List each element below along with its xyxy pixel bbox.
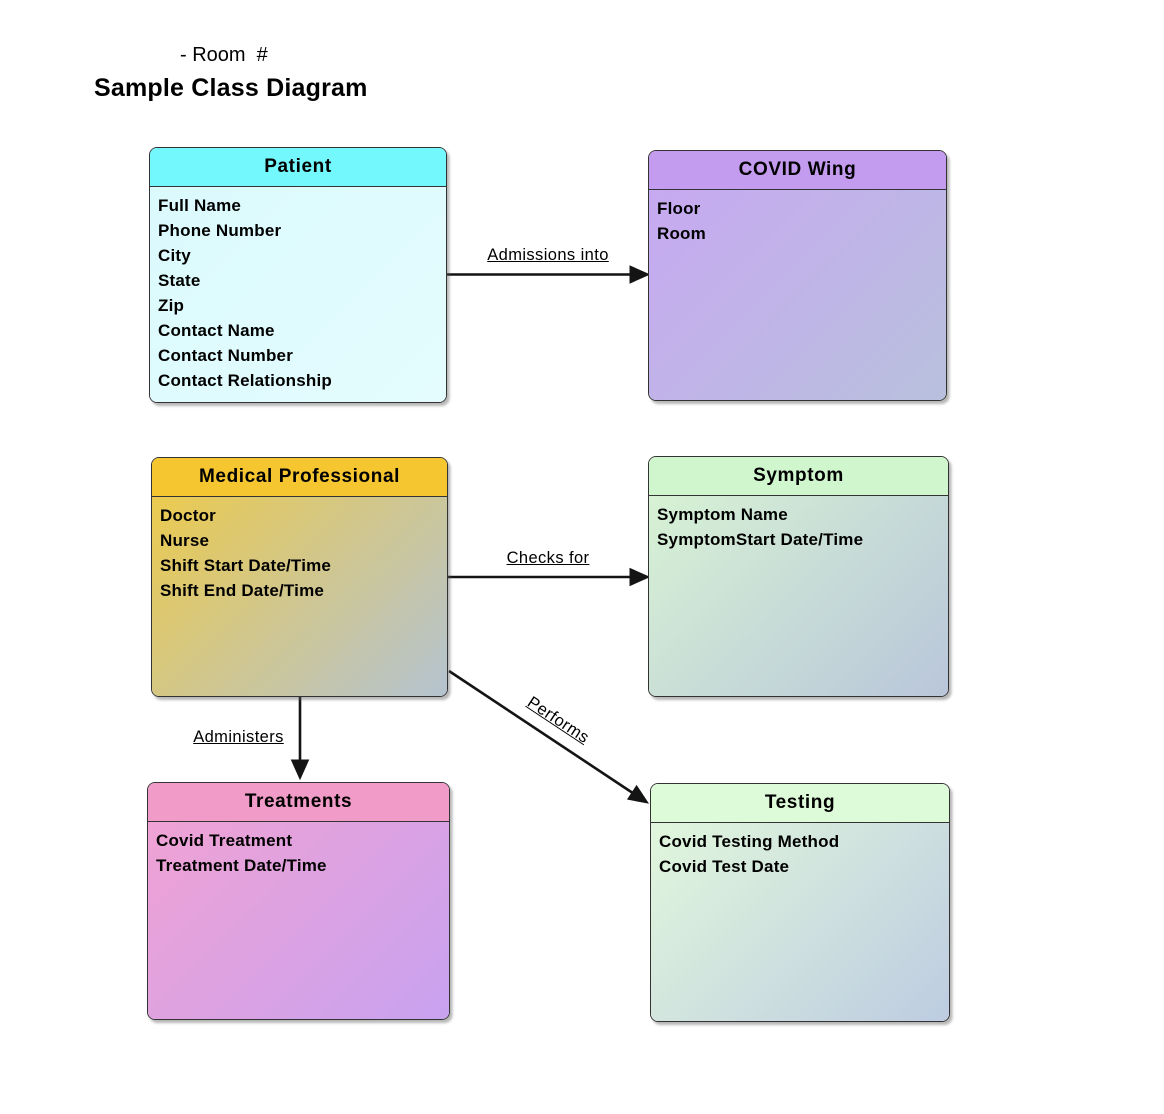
class-box-patient: Patient Full Name Phone Number City Stat… (149, 147, 447, 403)
class-title-patient: Patient (150, 148, 446, 187)
class-attribute: Covid Treatment (156, 831, 293, 850)
arrowhead-icon (629, 265, 651, 284)
class-attributes-covid-wing: Floor Room (649, 190, 946, 400)
class-attribute: City (158, 246, 191, 265)
class-attributes-treatments: Covid Treatment Treatment Date/Time (148, 822, 449, 1019)
class-attribute: Shift End Date/Time (160, 581, 325, 600)
class-box-testing: Testing Covid Testing Method Covid Test … (650, 783, 950, 1022)
page-title: Sample Class Diagram (94, 74, 368, 102)
class-attribute: Contact Relationship (158, 371, 333, 390)
class-title-medical-professional: Medical Professional (152, 458, 447, 497)
class-title-testing: Testing (651, 784, 949, 823)
class-title-covid-wing: COVID Wing (649, 151, 946, 190)
class-attribute: State (158, 271, 201, 290)
arrow-performs (448, 669, 650, 804)
list-item-room-number: - Room # (180, 44, 268, 66)
class-attributes-medical-professional: Doctor Nurse Shift Start Date/Time Shift… (152, 497, 447, 696)
class-attribute: Shift Start Date/Time (160, 556, 332, 575)
arrow-admissions-into (447, 265, 651, 284)
class-attribute: Floor (657, 199, 701, 218)
class-attribute: Full Name (158, 196, 242, 215)
class-title-treatments: Treatments (148, 783, 449, 822)
class-attribute: Covid Testing Method (659, 832, 840, 851)
relation-label-admissions-into: Admissions into (487, 246, 609, 264)
class-attribute: SymptomStart Date/Time (657, 530, 864, 549)
class-box-medical-professional: Medical Professional Doctor Nurse Shift … (151, 457, 448, 697)
arrow-checks-for (448, 567, 651, 587)
class-title-symptom: Symptom (649, 457, 948, 496)
arrow-administers (290, 697, 310, 781)
arrowhead-icon (629, 567, 651, 587)
class-attribute: Symptom Name (657, 505, 788, 524)
class-attribute: Treatment Date/Time (156, 856, 327, 875)
class-attribute: Doctor (160, 506, 216, 525)
class-attribute: Room (657, 224, 706, 243)
class-attribute: Phone Number (158, 221, 282, 240)
class-attribute: Nurse (160, 531, 210, 550)
class-box-treatments: Treatments Covid Treatment Treatment Dat… (147, 782, 450, 1020)
arrowhead-icon (290, 759, 310, 781)
relation-label-administers: Administers (193, 728, 284, 746)
class-box-covid-wing: COVID Wing Floor Room (648, 150, 947, 401)
class-attributes-symptom: Symptom Name SymptomStart Date/Time (649, 496, 948, 696)
arrowhead-icon (626, 784, 650, 804)
class-box-symptom: Symptom Symptom Name SymptomStart Date/T… (648, 456, 949, 697)
class-attribute: Zip (158, 296, 185, 315)
relation-label-checks-for: Checks for (506, 549, 590, 567)
class-attribute: Contact Number (158, 346, 294, 365)
class-attribute: Covid Test Date (659, 857, 790, 876)
class-attributes-patient: Full Name Phone Number City State Zip Co… (150, 187, 446, 402)
class-attributes-testing: Covid Testing Method Covid Test Date (651, 823, 949, 1021)
class-attribute: Contact Name (158, 321, 275, 340)
